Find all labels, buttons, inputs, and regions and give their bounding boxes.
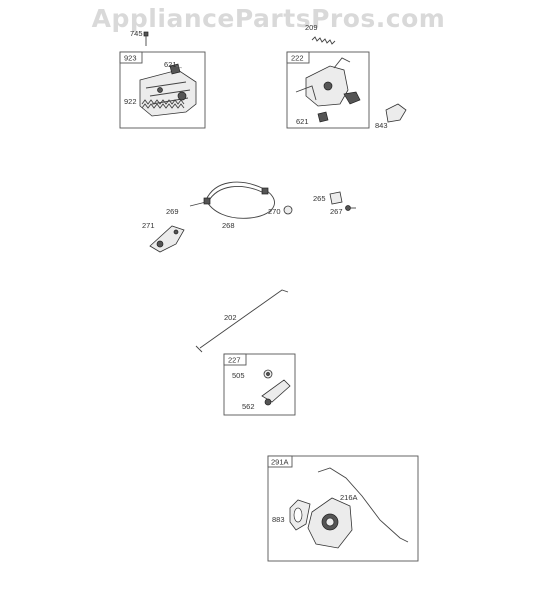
assembly-label-227: 227 [228,356,241,365]
screw-745-part[interactable] [143,31,149,46]
assembly-label-291a: 291A [271,458,289,467]
lever-562-part[interactable] [261,379,291,406]
lever-271-part[interactable] [149,225,185,253]
assembly-923[interactable]: 923 621 922 [119,51,206,129]
assembly-label-923: 923 [124,54,137,63]
part-label-621: 621 [164,60,177,69]
part-label-271: 271 [142,221,155,230]
control-plate-part[interactable] [307,497,353,549]
control-bracket-part[interactable] [139,69,197,117]
part-label-265: 265 [313,194,326,203]
control-cable-268-part[interactable] [189,181,275,219]
assembly-label-222: 222 [291,54,304,63]
link-216a-part[interactable] [317,467,409,543]
part-label-269: 269 [166,207,179,216]
part-label-202: 202 [224,313,237,322]
throttle-bracket-part[interactable] [295,57,361,107]
part-label-209: 209 [305,23,318,32]
watermark: AppliancePartsPros.com [91,4,446,33]
part-label-745: 745 [130,29,143,38]
part-label-843: 843 [375,121,388,130]
assembly-291a[interactable]: 291A 216A 883 [267,455,419,562]
part-label-270: 270 [268,207,281,216]
part-label-267: 267 [330,207,343,216]
spring-209-part[interactable] [311,36,336,45]
part-label-621b: 621 [296,117,309,126]
part-label-268: 268 [222,221,235,230]
part-label-883: 883 [272,515,285,524]
part-label-505: 505 [232,371,245,380]
governor-link-202-part[interactable] [195,289,289,353]
part-label-216a: 216A [340,493,358,502]
screw-267-part[interactable] [345,205,357,211]
nut-505-part[interactable] [263,369,273,379]
gasket-883-part[interactable] [289,499,311,531]
assembly-222[interactable]: 222 621 [286,51,370,129]
spring-922-part[interactable] [141,99,185,109]
clip-621b-part[interactable] [317,111,329,123]
part-label-922: 922 [124,97,137,106]
assembly-227[interactable]: 227 505 562 [223,353,296,416]
clip-265-part[interactable] [329,191,343,205]
bracket-843-part[interactable] [385,103,407,123]
clip-270-part[interactable] [283,205,293,215]
part-label-562: 562 [242,402,255,411]
